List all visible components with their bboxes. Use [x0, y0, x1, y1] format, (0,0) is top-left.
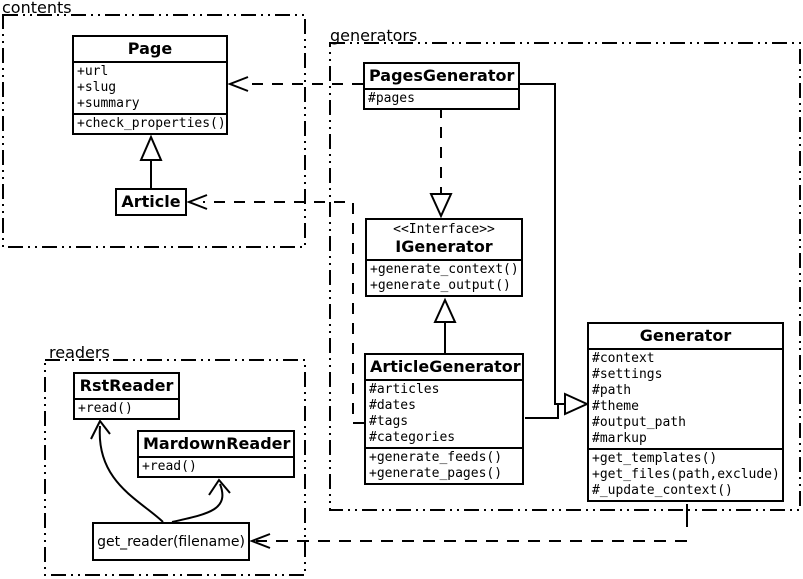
curve-getreader-mardownreader	[171, 483, 224, 523]
class-rstreader-methods: +read()	[75, 400, 178, 418]
package-frame-generators	[329, 42, 801, 511]
attribute: #settings	[592, 367, 663, 382]
package-frame-readers	[44, 359, 306, 576]
attribute: #context	[592, 351, 655, 366]
attribute: #tags	[369, 414, 409, 429]
attribute: #articles	[369, 382, 440, 397]
class-articlegenerator-attributes: #articles #dates #tags #categories	[366, 381, 522, 449]
class-pagesgenerator-title: PagesGenerator	[365, 64, 518, 90]
class-igenerator-name: IGenerator	[395, 237, 493, 256]
package-frame-contents	[2, 14, 306, 248]
inheritance-line-articlegenerator-generator	[525, 404, 559, 419]
method: +generate_context()	[370, 262, 519, 277]
function-box-get-reader: get_reader(filename)	[92, 522, 250, 561]
method: +generate_feeds()	[369, 450, 503, 465]
dependency-line-articlegenerator-article	[203, 201, 364, 424]
method: +read()	[78, 401, 133, 416]
class-articlegenerator-methods: +generate_feeds() +generate_pages()	[366, 449, 522, 483]
dependency-arrowhead-article	[186, 194, 208, 210]
class-page: Page +url +slug +summary +check_properti…	[72, 35, 228, 135]
method: +generate_output()	[370, 278, 511, 293]
attribute: #markup	[592, 431, 647, 446]
method: +check_properties()	[77, 116, 226, 131]
class-article-title: Article	[121, 192, 181, 211]
realization-triangle-igenerator-top	[429, 193, 453, 219]
arrowhead-rstreader	[90, 419, 111, 440]
class-article: Article	[115, 188, 187, 216]
method: #_update_context()	[592, 483, 733, 498]
attribute: #pages	[368, 91, 415, 106]
inheritance-triangle-article-page	[139, 134, 163, 161]
class-mardownreader-title: MardownReader	[139, 432, 293, 458]
method: +read()	[142, 459, 197, 474]
class-igenerator-title: <<Interface>> IGenerator	[367, 220, 521, 261]
curve-getreader-rstreader	[98, 425, 164, 523]
attribute: #theme	[592, 399, 639, 414]
class-generator: Generator #context #settings #path #them…	[587, 322, 784, 502]
attribute: #path	[592, 383, 632, 398]
inheritance-triangle-igenerator-bottom	[433, 297, 457, 323]
inheritance-line-pagesgenerator-generator	[520, 83, 565, 405]
class-generator-title: Generator	[589, 324, 782, 350]
class-igenerator-methods: +generate_context() +generate_output()	[367, 261, 521, 295]
class-mardownreader: MardownReader +read()	[137, 430, 295, 478]
class-igenerator-stereotype: <<Interface>>	[393, 222, 495, 237]
arrowhead-mardownreader	[208, 478, 231, 496]
class-pagesgenerator: PagesGenerator #pages	[363, 62, 520, 110]
dependency-arrowhead-getreader	[249, 533, 271, 549]
attribute: +summary	[77, 96, 140, 111]
attribute: #categories	[369, 430, 456, 445]
class-page-title: Page	[74, 37, 226, 63]
package-label-contents: contents	[2, 0, 72, 17]
method: +generate_pages()	[369, 466, 503, 481]
attribute: #dates	[369, 398, 416, 413]
class-articlegenerator-title: ArticleGenerator	[366, 355, 522, 381]
inheritance-triangle-generator	[564, 392, 590, 416]
class-page-attributes: +url +slug +summary	[74, 63, 226, 115]
dependency-arrowhead-page	[227, 76, 249, 92]
class-page-methods: +check_properties()	[74, 115, 226, 133]
class-generator-methods: +get_templates() +get_files(path,exclude…	[589, 450, 782, 500]
attribute: +slug	[77, 80, 117, 95]
class-igenerator: <<Interface>> IGenerator +generate_conte…	[365, 218, 523, 297]
class-articlegenerator: ArticleGenerator #articles #dates #tags …	[364, 353, 524, 485]
class-mardownreader-methods: +read()	[139, 458, 293, 476]
class-rstreader-title: RstReader	[75, 374, 178, 400]
package-label-generators: generators	[330, 26, 418, 45]
attribute: #output_path	[592, 415, 686, 430]
attribute: +url	[77, 64, 109, 79]
package-label-readers: readers	[49, 343, 110, 362]
method: +get_files(path,exclude)	[592, 467, 780, 482]
class-generator-attributes: #context #settings #path #theme #output_…	[589, 350, 782, 450]
class-rstreader: RstReader +read()	[73, 372, 180, 420]
method: +get_templates()	[592, 451, 718, 466]
class-pagesgenerator-attributes: #pages	[365, 90, 518, 108]
